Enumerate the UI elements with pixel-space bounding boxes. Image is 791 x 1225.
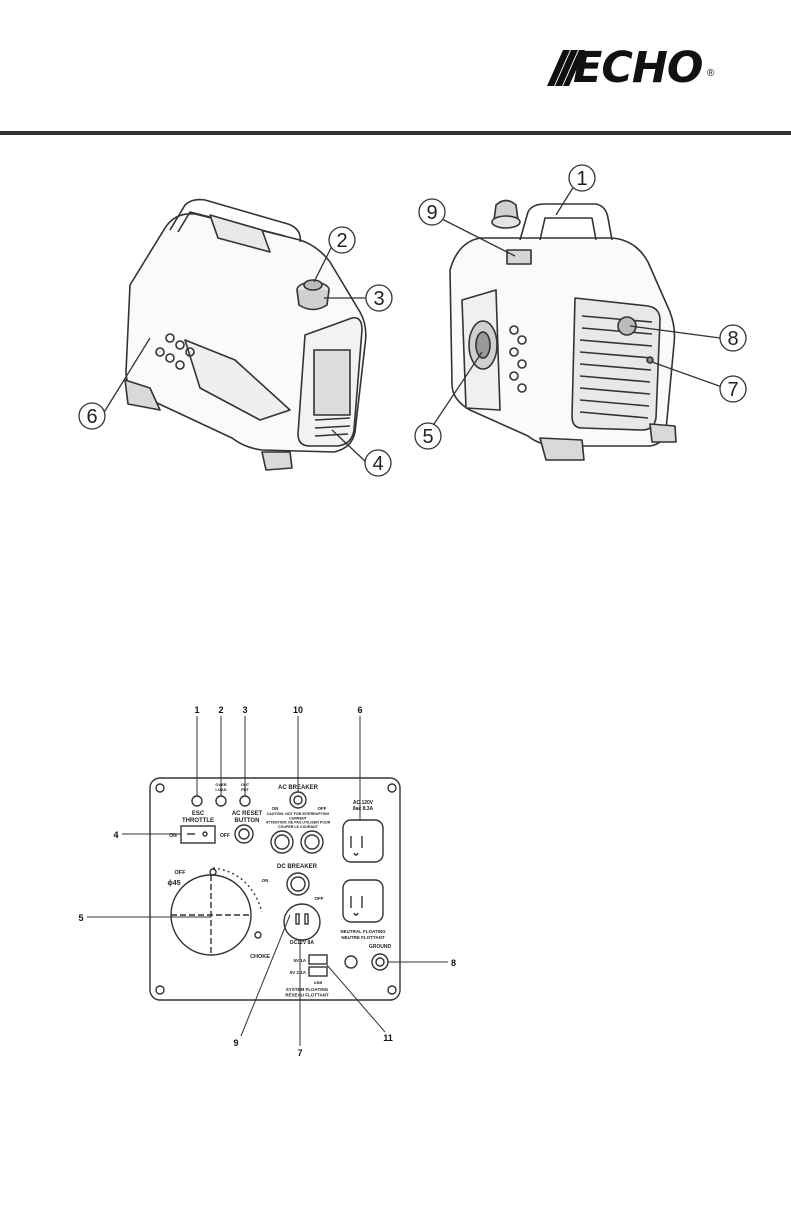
echo-logo-registered: ® bbox=[707, 68, 715, 79]
panel-callout-1: 1 bbox=[194, 705, 199, 715]
right-callout-5: 5 bbox=[422, 426, 433, 448]
right-view-callouts bbox=[414, 164, 747, 450]
echo-logo: ECHO ® bbox=[545, 43, 720, 93]
right-callout-7: 7 bbox=[727, 379, 738, 401]
echo-logo-word: ECHO bbox=[573, 43, 703, 93]
panel-callout-5: 5 bbox=[78, 913, 83, 923]
right-callout-1: 1 bbox=[576, 168, 587, 190]
choke-diameter-label: ɸ45 bbox=[167, 880, 180, 887]
panel-leader-lines bbox=[87, 716, 448, 1046]
generator-right-view bbox=[449, 199, 677, 461]
usb-1a-label: 5V 1A bbox=[293, 958, 306, 963]
left-view-callouts bbox=[78, 226, 393, 477]
usb-symbol-label: USB bbox=[314, 980, 323, 985]
panel-callout-3: 3 bbox=[242, 705, 247, 715]
dc-off-label: OFF bbox=[315, 896, 324, 901]
panel-callout-6: 6 bbox=[357, 705, 362, 715]
ac-breaker-on-label: ON bbox=[272, 806, 279, 811]
ac-breaker-off-label: OFF bbox=[318, 806, 327, 811]
dc-breaker-label: DC BREAKER bbox=[277, 864, 318, 870]
panel-callout-7: 7 bbox=[297, 1048, 302, 1058]
esc-on-label: ON bbox=[169, 833, 177, 839]
generator-left-view bbox=[124, 198, 367, 471]
panel-callout-9: 9 bbox=[233, 1038, 238, 1048]
choke-off-label: OFF bbox=[175, 870, 187, 876]
control-panel bbox=[149, 777, 401, 1001]
left-callout-3: 3 bbox=[373, 288, 384, 310]
right-callout-9: 9 bbox=[426, 202, 437, 224]
ground-label: GROUND bbox=[369, 944, 392, 950]
usb-2a-label: 5V 2.1A bbox=[290, 970, 307, 975]
panel-callout-10: 10 bbox=[293, 705, 303, 715]
left-callout-2: 2 bbox=[336, 230, 347, 252]
header-rule bbox=[0, 131, 791, 135]
panel-callout-4: 4 bbox=[113, 830, 118, 840]
right-callout-8: 8 bbox=[727, 328, 738, 350]
panel-callout-11: 11 bbox=[383, 1033, 393, 1043]
esc-off-label: OFF bbox=[220, 833, 230, 839]
left-callout-6: 6 bbox=[86, 406, 97, 428]
echo-logo-stripes-icon bbox=[547, 50, 585, 86]
choke-label: CHOKE bbox=[250, 954, 270, 960]
panel-callout-8: 8 bbox=[451, 958, 456, 968]
left-callout-4: 4 bbox=[372, 453, 383, 475]
dc-on-label: ON bbox=[262, 878, 269, 883]
panel-callout-2: 2 bbox=[218, 705, 223, 715]
dc-output-label: DC12V 8A bbox=[290, 940, 314, 946]
ac-breaker-label: AC BREAKER bbox=[278, 785, 319, 791]
